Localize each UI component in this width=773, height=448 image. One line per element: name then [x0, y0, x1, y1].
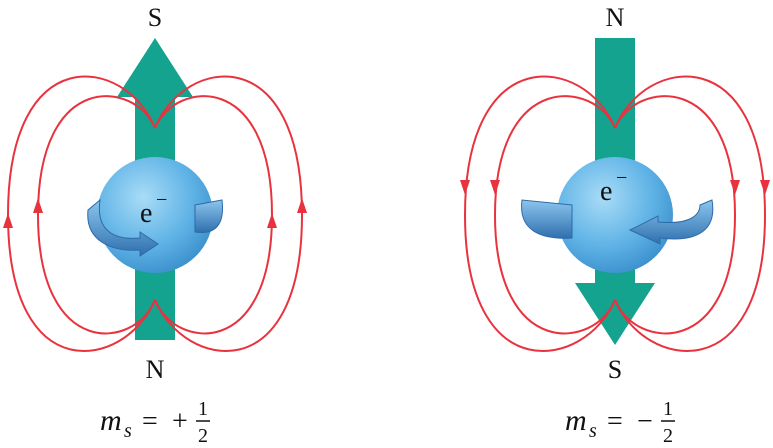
svg-text:m: m: [565, 404, 587, 437]
field-direction-arrows: [3, 198, 307, 228]
electron-label: e: [600, 176, 612, 207]
bottom-pole-label: N: [146, 355, 165, 384]
svg-text:+: +: [172, 406, 188, 437]
svg-text:=: =: [607, 406, 623, 437]
spin-down-electron: e − N S m s = − 1 2: [460, 3, 770, 447]
svg-text:2: 2: [663, 425, 673, 447]
top-pole-label: N: [606, 3, 625, 32]
rotation-ring: [87, 198, 224, 257]
svg-text:1: 1: [663, 398, 673, 420]
svg-text:s: s: [124, 420, 132, 442]
electron-sphere: [557, 157, 673, 273]
svg-text:2: 2: [198, 425, 208, 447]
svg-text:=: =: [142, 406, 158, 437]
svg-text:m: m: [100, 404, 122, 437]
svg-text:−: −: [637, 406, 653, 437]
spin-quantum-number-formula: m s = − 1 2: [565, 398, 675, 447]
electron-charge: −: [616, 167, 627, 189]
spin-quantum-number-formula: m s = + 1 2: [100, 398, 210, 447]
svg-text:s: s: [589, 420, 597, 442]
rotation-ring: [521, 199, 714, 245]
top-pole-label: S: [148, 3, 162, 32]
spin-up-electron: e − S N m s = + 1 2: [3, 3, 307, 447]
electron-charge: −: [156, 189, 167, 211]
svg-text:1: 1: [198, 398, 208, 420]
field-direction-arrows: [460, 180, 770, 195]
electron-label: e: [140, 198, 152, 229]
field-lines: [463, 75, 767, 352]
bottom-pole-label: S: [608, 355, 622, 384]
